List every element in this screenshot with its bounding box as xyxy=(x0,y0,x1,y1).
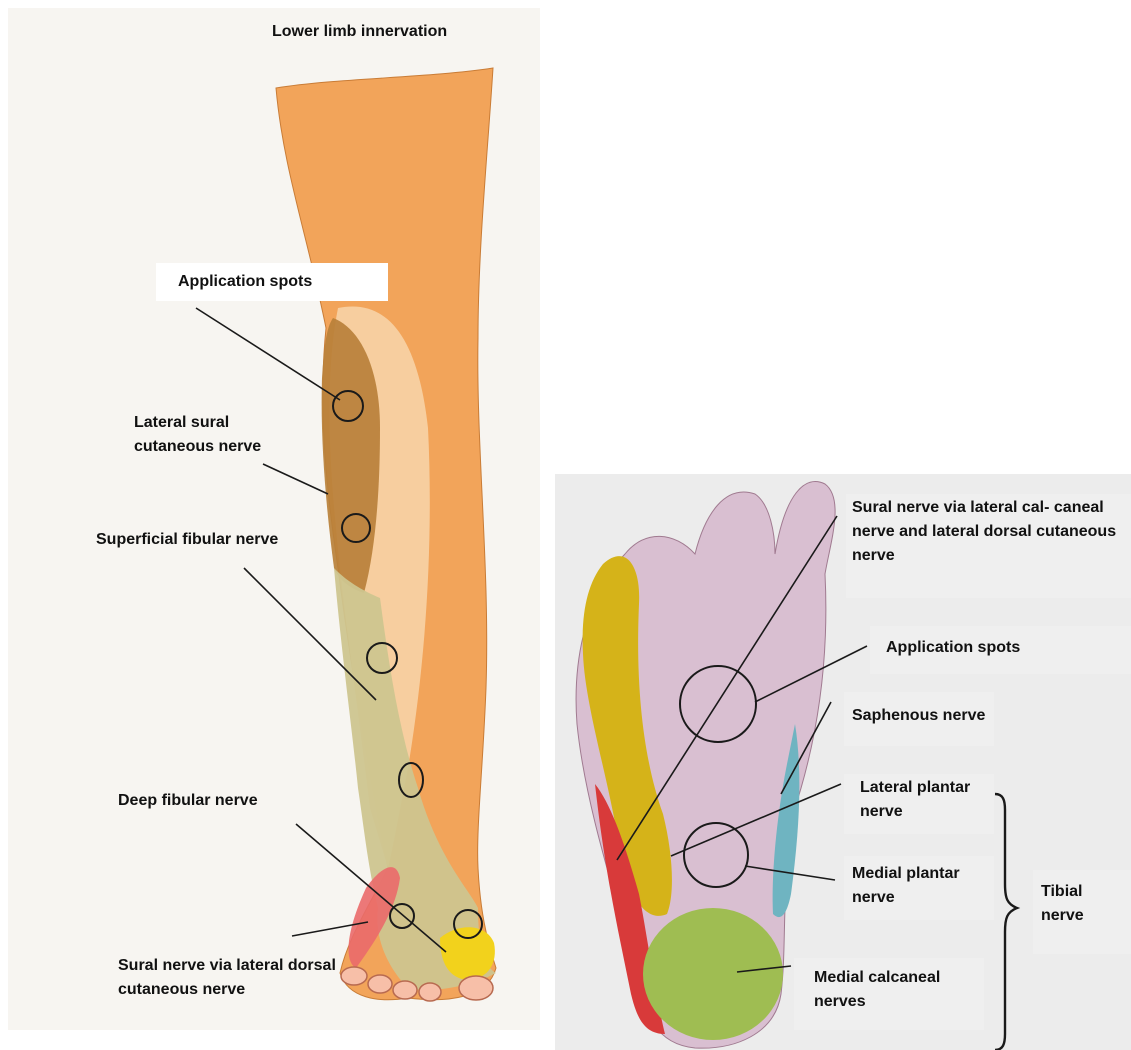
label-medial-calcaneal: Medial calcaneal nerves xyxy=(794,958,984,1030)
label-saphenous: Saphenous nerve xyxy=(844,692,994,746)
label-deep-fibular: Deep fibular nerve xyxy=(118,789,258,813)
leg-illustration xyxy=(8,8,540,1030)
leg-title: Lower limb innervation xyxy=(272,20,447,44)
foot-diagram-panel: Sural nerve via lateral cal- caneal nerv… xyxy=(555,474,1131,1050)
label-sural-dorsal: Sural nerve via lateral dorsal cutaneous… xyxy=(118,954,350,1002)
label-lateral-sural: Lateral sural cutaneous nerve xyxy=(134,411,294,459)
tibial-brace xyxy=(995,794,1017,1050)
label-tibial: Tibial nerve xyxy=(1033,870,1131,954)
label-superficial-fibular: Superficial fibular nerve xyxy=(96,528,286,552)
label-application-spots: Application spots xyxy=(156,263,388,301)
label-medial-plantar: Medial plantar nerve xyxy=(844,856,994,920)
medial-calcaneal-zone xyxy=(643,908,783,1040)
label-foot-application-spots: Application spots xyxy=(870,626,1131,674)
leg-diagram-panel: Lower limb innervation Application spots… xyxy=(8,8,540,1030)
label-sural-calcaneal: Sural nerve via lateral cal- caneal nerv… xyxy=(846,494,1131,598)
label-lateral-plantar: Lateral plantar nerve xyxy=(844,774,994,834)
